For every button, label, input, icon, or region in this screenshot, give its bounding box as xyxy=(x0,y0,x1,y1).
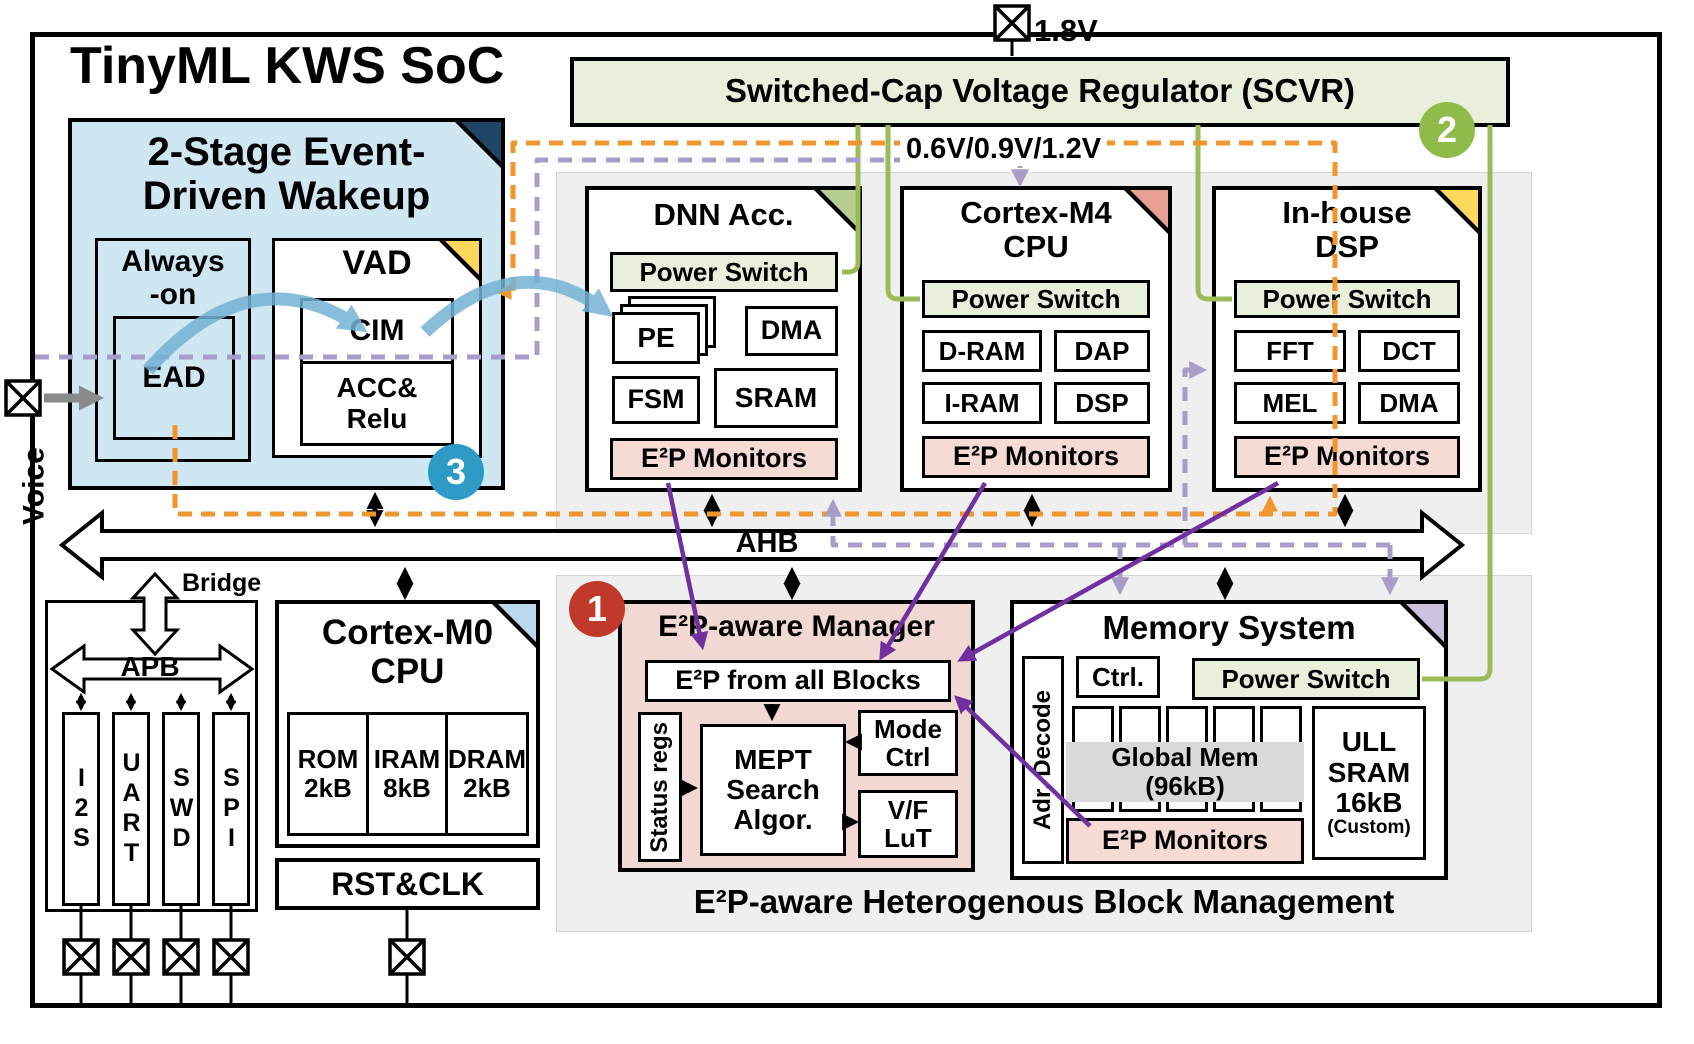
mem-e2p-monitors: E²P Monitors xyxy=(1066,818,1304,864)
e2p-from-all-blocks-box: E²P from all Blocks xyxy=(645,660,951,702)
m4-title: Cortex-M4 CPU xyxy=(960,195,1112,265)
diagram-title: TinyML KWS SoC xyxy=(70,37,505,95)
mem-power-switch: Power Switch xyxy=(1192,658,1420,700)
memory-system-block: Memory System Adr. Decode Ctrl. Power Sw… xyxy=(1010,600,1448,880)
dram-cell: DRAM 2kB xyxy=(445,715,526,833)
fft-box: FFT xyxy=(1234,330,1346,372)
uart-box: UART xyxy=(112,712,150,906)
cortex-m0-block: Cortex-M0 CPU ROM 2kB IRAM 8kB DRAM 2kB xyxy=(275,600,540,848)
m4-e2p-monitors: E²P Monitors xyxy=(922,436,1150,478)
vf-lut-box: V/F LuT xyxy=(858,790,958,858)
dnn-sram-box: SRAM xyxy=(714,368,838,428)
ull-sram-box: ULL SRAM 16kB (Custom) xyxy=(1312,706,1426,860)
dnn-acc-block: DNN Acc. Power Switch PE DMA FSM SRAM E²… xyxy=(585,186,862,492)
mel-box: MEL xyxy=(1234,382,1346,424)
dsp-box: DSP xyxy=(1054,382,1150,424)
dnn-e2p-monitors: E²P Monitors xyxy=(610,438,838,480)
spi-box: SPI xyxy=(212,712,250,906)
m0-title: Cortex-M0 CPU xyxy=(321,613,494,691)
acc-relu-box: ACC& Relu xyxy=(300,361,454,446)
apb-bus-label: APB xyxy=(120,651,180,682)
apb-subsystem-box: I2S UART SWD SPI xyxy=(45,600,258,912)
iram-cell: IRAM 8kB xyxy=(366,715,445,833)
dsp-dma-box: DMA xyxy=(1358,382,1460,424)
management-caption: E²P-aware Heterogenous Block Management xyxy=(693,883,1395,920)
mode-ctrl-box: Mode Ctrl xyxy=(858,710,958,776)
scvr-block: Switched-Cap Voltage Regulator (SCVR) xyxy=(570,57,1510,127)
status-regs-label: Status regs xyxy=(646,721,674,853)
vad-box: VAD CIM ACC& Relu xyxy=(272,238,482,458)
wakeup-block: 2-Stage Event- Driven Wakeup Always -on … xyxy=(68,118,505,490)
dsp-e2p-monitors: E²P Monitors xyxy=(1234,436,1460,478)
scvr-label: Switched-Cap Voltage Regulator (SCVR) xyxy=(724,72,1356,109)
i2s-label: I2S xyxy=(67,764,96,854)
iram-box: I-RAM xyxy=(922,382,1042,424)
wakeup-title: 2-Stage Event- Driven Wakeup xyxy=(142,130,431,218)
inhouse-dsp-block: In-house DSP Power Switch FFT DCT MEL DM… xyxy=(1212,186,1482,492)
badge-1: 1 xyxy=(569,581,625,637)
dnn-power-switch: Power Switch xyxy=(610,252,838,292)
dsp-power-switch: Power Switch xyxy=(1234,280,1460,318)
dsp-title: In-house DSP xyxy=(1282,195,1412,265)
global-mem-band: Global Mem (96kB) xyxy=(1066,742,1304,802)
rails-voltage-label: 0.6V/0.9V/1.2V xyxy=(900,133,1108,166)
cim-box: CIM xyxy=(300,298,454,364)
spi-label: SPI xyxy=(217,764,246,854)
fsm-box: FSM xyxy=(612,376,700,424)
ahb-bus-label: AHB xyxy=(735,527,799,559)
supply-voltage-label: 1.8V xyxy=(1034,13,1098,48)
swd-box: SWD xyxy=(162,712,200,906)
status-regs-box: Status regs xyxy=(638,712,682,862)
dram-box: D-RAM xyxy=(922,330,1042,372)
memory-title: Memory System xyxy=(1102,609,1356,646)
bridge-label: Bridge xyxy=(182,569,262,597)
adr-decode-label: Adr. Decode xyxy=(1029,689,1057,831)
ead-box: EAD xyxy=(113,316,235,440)
voice-label: Voice xyxy=(17,447,51,525)
ull-sram-label: ULL SRAM 16kB xyxy=(1327,726,1411,818)
dct-box: DCT xyxy=(1358,330,1460,372)
dnn-title: DNN Acc. xyxy=(653,197,794,232)
m4-power-switch: Power Switch xyxy=(922,280,1150,318)
ull-custom-label: (Custom) xyxy=(1327,817,1411,839)
rstclk-block: RST&CLK xyxy=(275,858,540,910)
dnn-dma-box: DMA xyxy=(745,306,838,356)
swd-label: SWD xyxy=(167,764,196,854)
badge-3: 3 xyxy=(428,444,484,500)
chip-boundary xyxy=(30,32,1662,1008)
adr-decode-box: Adr. Decode xyxy=(1022,656,1064,864)
always-on-label: Always -on xyxy=(121,245,225,311)
uart-label: UART xyxy=(117,749,146,869)
mem-ctrl-box: Ctrl. xyxy=(1076,656,1160,698)
cortex-m4-block: Cortex-M4 CPU Power Switch D-RAM DAP I-R… xyxy=(900,186,1172,492)
e2p-manager-block: E²P-aware Manager E²P from all Blocks St… xyxy=(618,600,975,872)
badge-2: 2 xyxy=(1419,102,1475,158)
dap-box: DAP xyxy=(1054,330,1150,372)
m0-memories: ROM 2kB IRAM 8kB DRAM 2kB xyxy=(287,712,529,836)
always-on-box: Always -on EAD xyxy=(95,238,251,462)
rom-cell: ROM 2kB xyxy=(297,744,359,803)
mept-box: MEPT Search Algor. xyxy=(700,724,846,856)
manager-title: E²P-aware Manager xyxy=(658,610,935,643)
pe-box: PE xyxy=(612,312,700,364)
vad-label: VAD xyxy=(342,244,412,282)
i2s-box: I2S xyxy=(62,712,100,906)
